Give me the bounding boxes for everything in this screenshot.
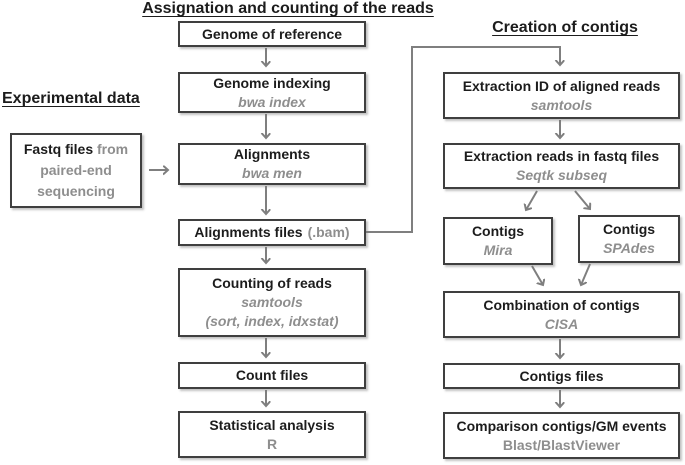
arrow-mira-to-combination xyxy=(531,265,543,285)
node-genome-reference: Genome of reference xyxy=(178,21,366,47)
heading-assignation-counting: Assignation and counting of the reads xyxy=(142,0,434,17)
node-contigs-mira: Contigs Mira xyxy=(443,217,553,265)
node-contigs-spades: Contigs SPAdes xyxy=(578,215,680,263)
arrow-split-to-spades xyxy=(574,190,590,209)
fastq-files-text: Fastq files from paired-end sequencing xyxy=(12,139,140,202)
heading-creation-contigs: Creation of contigs xyxy=(492,19,638,36)
node-count-files: Count files xyxy=(178,362,366,389)
node-contigs-files: Contigs files xyxy=(443,363,680,389)
node-tool: Seqtk subseq xyxy=(515,167,608,183)
node-counting-reads: Counting of reads samtools (sort, index,… xyxy=(178,268,366,337)
node-tool: SPAdes xyxy=(603,240,655,256)
fastq-files-rest: from paired-end sequencing xyxy=(37,141,129,199)
node-tool: bwa index xyxy=(238,93,306,110)
node-title: Alignments xyxy=(233,146,311,162)
node-tool: Mira xyxy=(483,242,513,258)
node-alignments-files: Alignments files(.bam) xyxy=(178,219,366,246)
node-title: Extraction reads in fastq files xyxy=(463,148,660,164)
alignments-files-label: Alignments files xyxy=(194,224,303,240)
node-tool: R xyxy=(266,435,278,452)
node-tool: Blast/BlastViewer xyxy=(502,436,621,453)
fastq-files-strong: Fastq files xyxy=(23,141,94,157)
node-tool: CISA xyxy=(544,315,579,332)
node-tool-detail: (sort, index, idxstat) xyxy=(205,313,339,329)
node-title: Counting of reads xyxy=(212,275,332,291)
node-title: Contigs files xyxy=(519,367,604,384)
node-extraction-reads: Extraction reads in fastq files Seqtk su… xyxy=(443,143,680,189)
heading-experimental-data: Experimental data xyxy=(2,90,140,107)
node-title: Genome of reference xyxy=(201,25,343,42)
node-comparison: Comparison contigs/GM events Blast/Blast… xyxy=(443,412,680,459)
alignments-files-suffix: (.bam) xyxy=(307,224,350,240)
node-tool: samtools xyxy=(241,294,303,310)
node-extraction-id: Extraction ID of aligned reads samtools xyxy=(443,72,680,119)
node-alignments: Alignments bwa men xyxy=(178,143,366,185)
node-title: Comparison contigs/GM events xyxy=(456,417,667,434)
arrow-spades-to-combination xyxy=(581,263,591,285)
node-title: Genome indexing xyxy=(213,74,331,91)
node-title: Count files xyxy=(235,367,309,383)
node-tool: bwa men xyxy=(242,165,302,181)
arrow-split-to-mira xyxy=(526,190,538,210)
node-title: Statistical analysis xyxy=(209,416,335,433)
node-genome-indexing: Genome indexing bwa index xyxy=(178,72,366,113)
node-statistical-analysis: Statistical analysis R xyxy=(178,411,366,458)
node-title: Extraction ID of aligned reads xyxy=(462,77,661,94)
node-title: Contigs xyxy=(471,223,525,239)
node-fastq-files: Fastq files from paired-end sequencing xyxy=(10,133,142,208)
node-title: Combination of contigs xyxy=(483,296,640,313)
node-title: Contigs xyxy=(602,221,656,237)
node-combination-contigs: Combination of contigs CISA xyxy=(443,291,680,338)
node-tool: samtools xyxy=(530,96,593,113)
node-title: Alignments files(.bam) xyxy=(194,223,349,242)
